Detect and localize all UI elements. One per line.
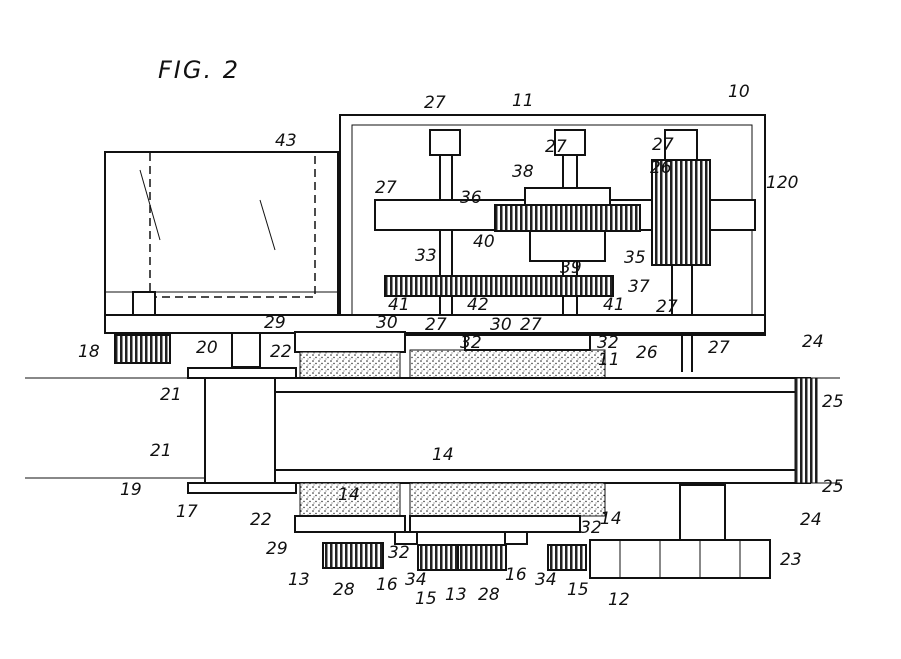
ref-label: 13 (445, 585, 467, 605)
ref-label: 32 (580, 518, 602, 538)
ref-label: 41 (603, 295, 625, 315)
ref-label: 27 (424, 93, 446, 113)
gear-40 (494, 204, 641, 232)
ref-label: 35 (624, 248, 646, 268)
ref-label: 20 (196, 338, 218, 358)
ref-label: 12 (608, 590, 630, 610)
ref-label: 28 (478, 585, 500, 605)
ref-label: 27 (545, 137, 567, 157)
worm-gear-35 (651, 159, 711, 266)
ref-label: 27 (425, 315, 447, 335)
ref-label: 19 (120, 480, 142, 500)
ref-label: 29 (264, 313, 286, 333)
ref-label: 15 (415, 589, 437, 609)
ref-label: 32 (460, 333, 482, 353)
ref-label: 11 (598, 350, 620, 370)
ref-label: 11 (512, 91, 534, 111)
ref-label: 14 (432, 445, 454, 465)
ref-label: 120 (766, 173, 798, 193)
film-strip-24 (204, 377, 811, 484)
knob-23 (589, 539, 771, 579)
knob-18 (114, 334, 171, 364)
ref-label: 14 (600, 509, 622, 529)
ref-label: 18 (78, 342, 100, 362)
ref-label: 17 (176, 502, 198, 522)
ref-label: 14 (338, 485, 360, 505)
ref-label: 10 (728, 82, 750, 102)
ref-label: 27 (708, 338, 730, 358)
ref-label: 41 (388, 295, 410, 315)
ref-label: 30 (490, 315, 512, 335)
ref-label: 24 (800, 510, 822, 530)
ref-label: 23 (780, 550, 802, 570)
ref-label: 22 (250, 510, 272, 530)
ref-label: 28 (333, 580, 355, 600)
ref-label: 21 (150, 441, 172, 461)
ref-label: 39 (560, 258, 582, 278)
ref-label: 29 (266, 539, 288, 559)
ref-label: 32 (597, 333, 619, 353)
ref-label: 36 (460, 188, 482, 208)
ref-label: 25 (822, 477, 844, 497)
ref-label: 42 (467, 295, 489, 315)
ref-label: 27 (375, 178, 397, 198)
ref-label: 37 (628, 277, 650, 297)
ref-label: 26 (636, 343, 658, 363)
ref-label: 27 (656, 297, 678, 317)
ref-label: 15 (567, 580, 589, 600)
figure-title: FIG. 2 (158, 56, 240, 84)
ref-label: 43 (275, 131, 297, 151)
ref-label: 13 (288, 570, 310, 590)
ref-label: 27 (520, 315, 542, 335)
ref-label: 22 (270, 342, 292, 362)
ref-label: 16 (505, 565, 527, 585)
ref-label: 40 (473, 232, 495, 252)
ref-label: 27 (652, 135, 674, 155)
ref-label: 16 (376, 575, 398, 595)
ref-label: 32 (388, 543, 410, 563)
ref-label: 30 (376, 313, 398, 333)
ref-label: 33 (415, 246, 437, 266)
reference-numerals: 10 11 27 27 27 26 38 36 43 120 27 40 35 … (78, 82, 844, 610)
ref-label: 38 (512, 162, 534, 182)
ref-label: 34 (405, 570, 427, 590)
gear-plate-42 (384, 275, 614, 297)
ref-label: 24 (802, 332, 824, 352)
ref-label: 21 (160, 385, 182, 405)
ref-label: 25 (822, 392, 844, 412)
ref-label: 26 (650, 158, 672, 178)
ref-label: 34 (535, 570, 557, 590)
